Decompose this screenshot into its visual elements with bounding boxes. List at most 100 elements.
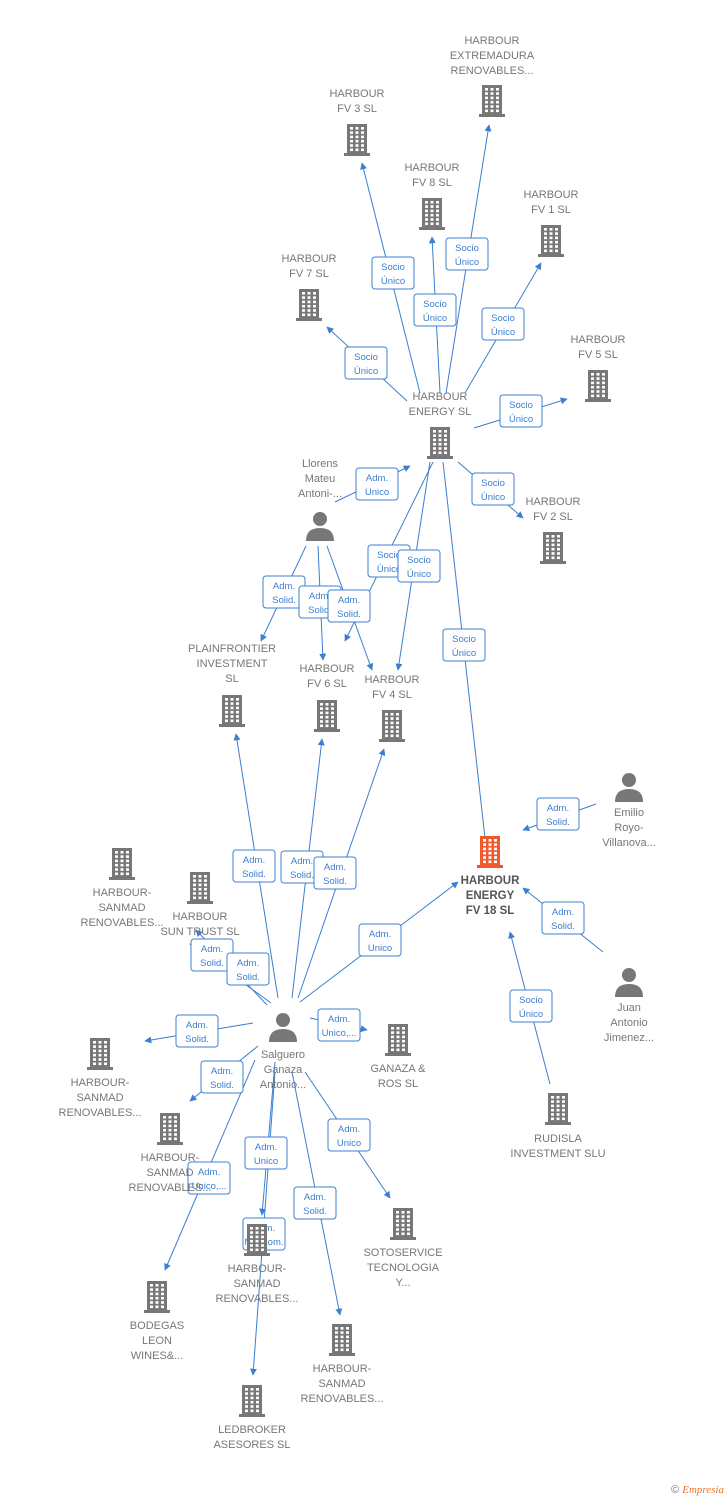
edge-label-line: Unico xyxy=(337,1138,361,1149)
building-icon xyxy=(109,848,135,880)
node-label-line: SANMAD xyxy=(318,1378,365,1390)
edge-label-line: Solid. xyxy=(337,609,361,620)
company-node-fv3[interactable]: HARBOUR FV 3 SL xyxy=(329,88,385,156)
company-node-extremadura[interactable]: HARBOUREXTREMADURARENOVABLES... xyxy=(450,35,535,117)
edge-label[interactable]: Adm.Unico xyxy=(355,467,399,501)
building-icon xyxy=(419,198,445,230)
edge-label-line: Solid. xyxy=(242,869,266,880)
edge-label-box xyxy=(358,923,402,957)
edge-label-line: Único xyxy=(407,569,431,580)
edge-label-line: Adm. xyxy=(547,803,569,814)
person-node-salguero[interactable]: SalgueroGanazaAntonio... xyxy=(260,1013,306,1091)
edge-label[interactable]: Adm.Solid. xyxy=(313,856,357,890)
edge-label[interactable]: Adm.Unico xyxy=(244,1136,288,1170)
node-label-line: RUDISLA xyxy=(534,1133,582,1145)
edge-label-line: Único xyxy=(519,1009,543,1020)
edge-label-line: Único xyxy=(491,327,515,338)
edge-label-line: Socio xyxy=(354,352,378,363)
company-node-bodegas[interactable]: BODEGASLEONWINES&... xyxy=(130,1281,184,1362)
node-label-line: LEDBROKER xyxy=(218,1424,286,1436)
edge-label-line: Adm. xyxy=(369,929,391,940)
edge-label-line: Socio xyxy=(455,243,479,254)
edge-label-box xyxy=(442,628,486,662)
edge-label[interactable]: Adm.Solid. xyxy=(200,1060,244,1094)
edge-label-box xyxy=(541,901,585,935)
node-label-line: Emilio xyxy=(614,807,644,819)
edge-label-line: Único xyxy=(481,492,505,503)
node-label-line: Y... xyxy=(395,1277,410,1289)
node-label-line: Mateu xyxy=(305,473,336,485)
edge-label[interactable]: Adm.Solid. xyxy=(293,1186,337,1220)
company-node-sotoservice[interactable]: SOTOSERVICETECNOLOGIAY... xyxy=(363,1208,443,1289)
company-node-sanmad3[interactable]: HARBOUR-SANMADRENOVABLES... xyxy=(129,1113,212,1194)
building-icon xyxy=(157,1113,183,1145)
node-label-line: SOTOSERVICE xyxy=(363,1247,442,1259)
edge-label[interactable]: Adm.Unico,... xyxy=(317,1008,361,1042)
edge-label[interactable]: Adm.Unico xyxy=(358,923,402,957)
building-icon xyxy=(219,695,245,727)
company-node-sanmad4[interactable]: HARBOUR-SANMADRENOVABLES... xyxy=(216,1224,299,1305)
brand-logo[interactable]: Empresia xyxy=(682,1484,724,1496)
edge-label-box xyxy=(344,346,388,380)
node-label-line: HARBOUR xyxy=(329,88,384,100)
edge-label[interactable]: Adm.Unico xyxy=(327,1118,371,1152)
node-label-line: FV 3 SL xyxy=(337,103,377,115)
edge-label-line: Solid. xyxy=(200,958,224,969)
node-label-line: HARBOUR xyxy=(172,911,227,923)
edge-label-box xyxy=(413,293,457,327)
person-icon xyxy=(615,773,643,802)
edge-label[interactable]: Adm.Unico,... xyxy=(187,1161,231,1195)
edge-label[interactable]: Adm.Solid. xyxy=(327,589,371,623)
building-icon xyxy=(344,124,370,156)
node-label-line: SANMAD xyxy=(98,902,145,914)
edge-label[interactable]: Adm.Solid. xyxy=(262,575,306,609)
edge-label-box xyxy=(175,1014,219,1048)
company-node-sanmad5[interactable]: HARBOUR-SANMADRENOVABLES... xyxy=(301,1324,384,1405)
building-icon xyxy=(540,532,566,564)
edge-label[interactable]: Adm.Solid. xyxy=(175,1014,219,1048)
edge-label[interactable]: Adm.Solid. xyxy=(226,952,270,986)
building-icon xyxy=(477,836,503,868)
edge-label-line: Adm. xyxy=(273,581,295,592)
edge-label[interactable]: Adm.Solid. xyxy=(232,849,276,883)
edge-label-line: Solid. xyxy=(185,1034,209,1045)
node-label-line: RENOVABLES... xyxy=(129,1182,212,1194)
edge-label-box xyxy=(232,849,276,883)
person-node-juan[interactable]: JuanAntonioJimenez... xyxy=(604,968,654,1044)
company-node-sanmad2[interactable]: HARBOUR-SANMADRENOVABLES... xyxy=(59,1038,142,1119)
node-label-line: HARBOUR xyxy=(570,334,625,346)
node-label-line: SANMAD xyxy=(233,1278,280,1290)
edge-label-line: Socio xyxy=(509,400,533,411)
company-node-sanmad1[interactable]: HARBOUR-SANMADRENOVABLES... xyxy=(81,848,164,929)
company-node-ganaza[interactable]: GANAZA &ROS SL xyxy=(370,1024,426,1090)
edge-label[interactable]: Adm.Solid. xyxy=(541,901,585,935)
edge-label-line: Adm. xyxy=(552,907,574,918)
edge-label[interactable]: Adm.Solid. xyxy=(536,797,580,831)
person-node-llorens[interactable]: LlorensMateuAntoni-... xyxy=(298,458,342,541)
person-node-emilio[interactable]: EmilioRoyo-Villanova... xyxy=(602,773,656,849)
